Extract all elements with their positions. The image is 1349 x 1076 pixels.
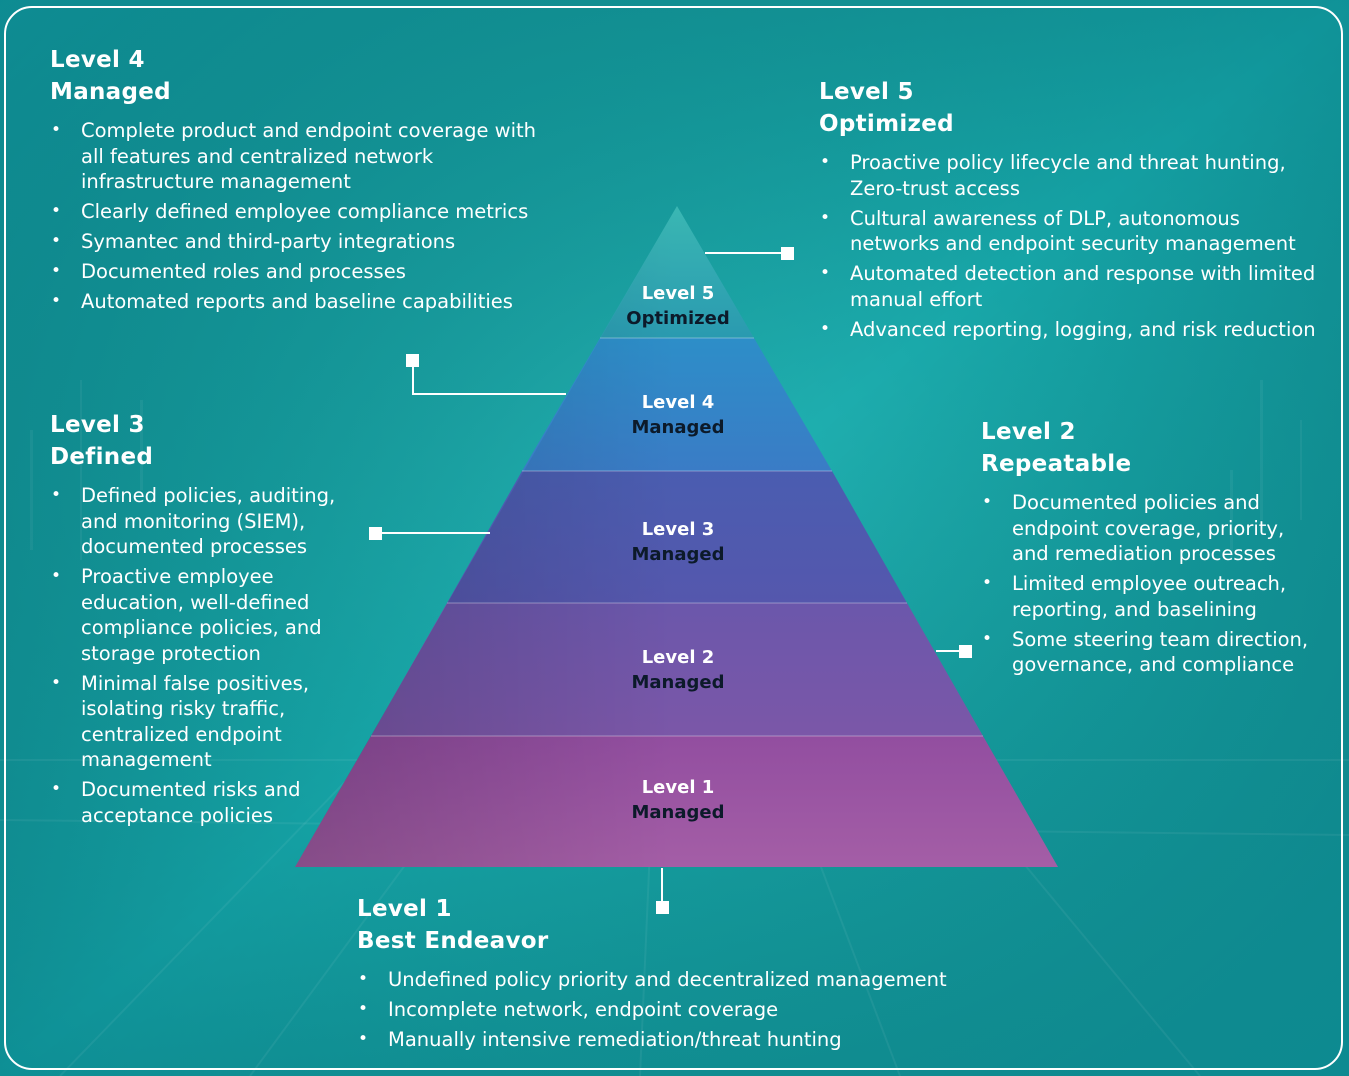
level-2-title: Level 2	[981, 419, 1076, 445]
pyramid-level-title: Level 3	[641, 519, 715, 540]
level-3-description: Level 3 Defined Defined policies, auditi…	[50, 409, 365, 833]
level-4-subtitle: Managed	[50, 79, 171, 105]
connector-square-level-3	[369, 527, 382, 540]
pyramid-label-level-5: Level 5 Optimized	[578, 281, 778, 331]
level-2-subtitle: Repeatable	[981, 451, 1132, 477]
level-5-heading: Level 5 Optimized	[819, 76, 1334, 140]
level-1-description: Level 1 Best Endeavor Undefined policy p…	[357, 893, 1037, 1057]
pyramid-label-level-3: Level 3 Managed	[578, 517, 778, 567]
level-5-description: Level 5 Optimized Proactive policy lifec…	[819, 76, 1334, 347]
list-item: Automated reports and baseline capabilit…	[50, 289, 550, 315]
level-3-subtitle: Defined	[50, 444, 154, 470]
pyramid-level-name: Managed	[631, 672, 725, 693]
level-4-list: Complete product and endpoint coverage w…	[50, 118, 550, 315]
list-item: Automated detection and response with li…	[819, 261, 1334, 312]
list-item: Incomplete network, endpoint coverage	[357, 997, 1037, 1023]
connector-square-level-1	[656, 901, 669, 914]
pyramid-level-title: Level 5	[641, 283, 715, 304]
list-item: Proactive employee education, well-defin…	[50, 564, 365, 666]
list-item: Proactive policy lifecycle and threat hu…	[819, 150, 1334, 201]
level-2-heading: Level 2 Repeatable	[981, 416, 1316, 480]
level-5-list: Proactive policy lifecycle and threat hu…	[819, 150, 1334, 342]
list-item: Manually intensive remediation/threat hu…	[357, 1027, 1037, 1053]
level-4-heading: Level 4 Managed	[50, 44, 550, 108]
pyramid-level-title: Level 1	[641, 777, 715, 798]
level-2-list: Documented policies and endpoint coverag…	[981, 490, 1316, 678]
list-item: Advanced reporting, logging, and risk re…	[819, 317, 1334, 343]
level-4-description: Level 4 Managed Complete product and end…	[50, 44, 550, 319]
list-item: Cultural awareness of DLP, autonomous ne…	[819, 206, 1334, 257]
level-1-subtitle: Best Endeavor	[357, 928, 549, 954]
list-item: Minimal false positives, isolating risky…	[50, 671, 365, 773]
list-item: Complete product and endpoint coverage w…	[50, 118, 550, 195]
list-item: Documented roles and processes	[50, 259, 550, 285]
pyramid-level-name: Optimized	[626, 308, 730, 329]
pyramid-label-level-4: Level 4 Managed	[578, 390, 778, 440]
list-item: Defined policies, auditing, and monitori…	[50, 483, 365, 560]
pyramid-level-name: Managed	[631, 802, 725, 823]
level-1-heading: Level 1 Best Endeavor	[357, 893, 1037, 957]
connector-level-4	[412, 360, 566, 395]
level-5-title: Level 5	[819, 79, 914, 105]
level-5-subtitle: Optimized	[819, 111, 954, 137]
connector-square-level-2	[959, 645, 972, 658]
pyramid-label-level-2: Level 2 Managed	[578, 645, 778, 695]
pyramid-level-title: Level 2	[641, 647, 715, 668]
level-3-heading: Level 3 Defined	[50, 409, 365, 473]
list-item: Documented risks and acceptance policies	[50, 777, 365, 828]
level-1-list: Undefined policy priority and decentrali…	[357, 967, 1037, 1053]
level-2-description: Level 2 Repeatable Documented policies a…	[981, 416, 1316, 682]
connector-square-level-4	[406, 354, 419, 367]
list-item: Undefined policy priority and decentrali…	[357, 967, 1037, 993]
outer-frame	[4, 6, 1343, 1070]
list-item: Symantec and third-party integrations	[50, 229, 550, 255]
pyramid-level-name: Managed	[631, 417, 725, 438]
pyramid-label-level-1: Level 1 Managed	[578, 775, 778, 825]
pyramid-level-title: Level 4	[641, 392, 715, 413]
list-item: Limited employee outreach, reporting, an…	[981, 571, 1316, 622]
list-item: Documented policies and endpoint coverag…	[981, 490, 1316, 567]
level-3-list: Defined policies, auditing, and monitori…	[50, 483, 365, 828]
pyramid-level-name: Managed	[631, 544, 725, 565]
connector-square-level-5	[781, 247, 794, 260]
level-1-title: Level 1	[357, 896, 452, 922]
level-3-title: Level 3	[50, 412, 145, 438]
list-item: Some steering team direction, governance…	[981, 627, 1316, 678]
level-4-title: Level 4	[50, 47, 145, 73]
list-item: Clearly defined employee compliance metr…	[50, 199, 550, 225]
